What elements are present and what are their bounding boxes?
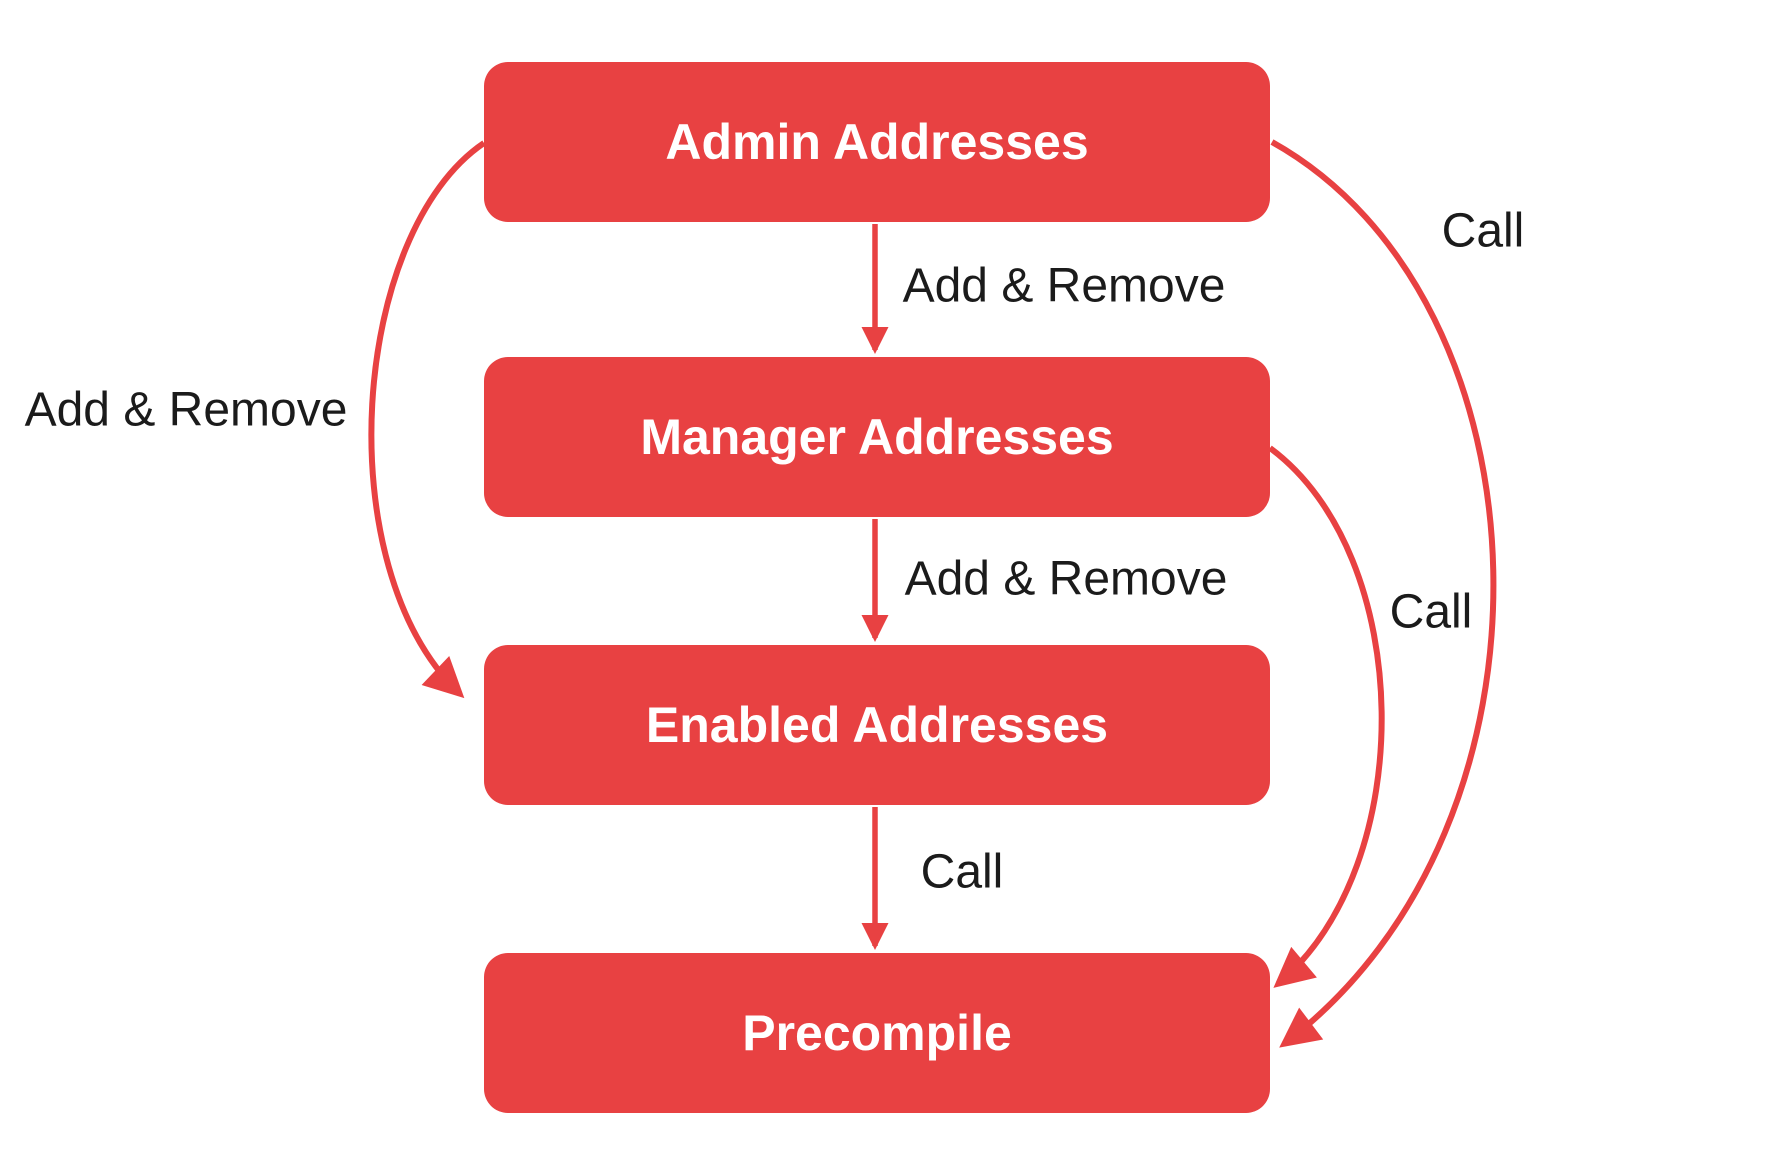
edge-label-admin-to-manager: Add & Remove (902, 259, 1226, 313)
edge-label-admin-to-precompile: Call (1441, 204, 1525, 258)
node-manager-addresses-label: Manager Addresses (640, 409, 1114, 465)
node-enabled-addresses-label: Enabled Addresses (645, 697, 1109, 753)
node-manager-addresses: Manager Addresses (484, 357, 1270, 517)
edge-label-enabled-to-precompile: Call (920, 845, 1004, 899)
node-precompile: Precompile (484, 953, 1270, 1113)
edge-manager-to-precompile-arrow (1268, 445, 1385, 988)
node-precompile-label: Precompile (742, 1005, 1012, 1061)
edge-admin-to-enabled-arrow (368, 140, 486, 699)
node-admin-addresses-label: Admin Addresses (665, 114, 1089, 170)
node-admin-addresses: Admin Addresses (484, 62, 1270, 222)
edge-admin-to-precompile-arrow (1270, 139, 1497, 1048)
edge-label-manager-to-precompile: Call (1389, 585, 1473, 639)
edge-label-manager-to-enabled: Add & Remove (904, 552, 1228, 606)
edge-label-admin-to-enabled: Add & Remove (24, 383, 348, 437)
node-enabled-addresses: Enabled Addresses (484, 645, 1270, 805)
